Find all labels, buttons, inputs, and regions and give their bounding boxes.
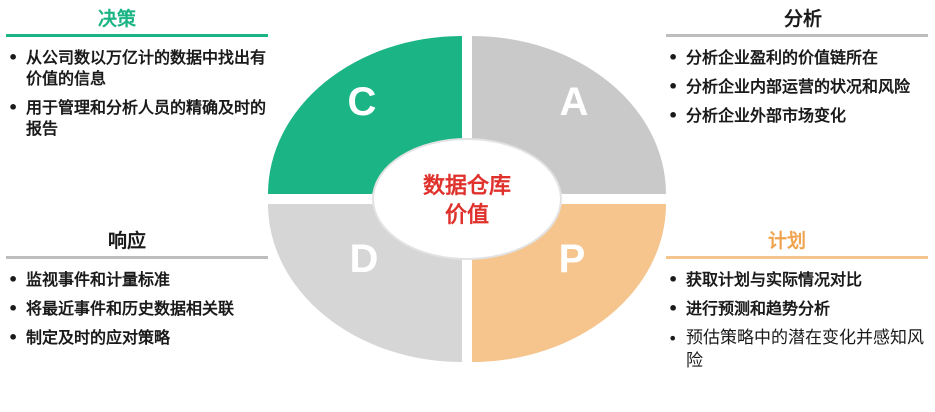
bullet-item: 监视事件和计量标准 bbox=[6, 269, 268, 290]
quadrant-label-d: D bbox=[350, 237, 379, 281]
bullet-item: 用于管理和分析人员的精确及时的报告 bbox=[6, 97, 268, 139]
panel-title-decision: 决策 bbox=[98, 8, 137, 30]
bullet-item: 预估策略中的潜在变化并感知风险 bbox=[666, 327, 928, 373]
bullet-item: 获取计划与实际情况对比 bbox=[666, 269, 928, 290]
quadrant-label-p: P bbox=[559, 237, 586, 281]
bullet-item: 分析企业内部运营的状况和风险 bbox=[666, 76, 928, 97]
bullet-item: 将最近事件和历史数据相关联 bbox=[6, 298, 268, 319]
panel-title-response: 响应 bbox=[108, 230, 147, 252]
bullet-item: 分析企业盈利的价值链所在 bbox=[666, 47, 928, 68]
divider bbox=[6, 256, 268, 259]
panel-title-analysis: 分析 bbox=[784, 8, 823, 30]
center-ellipse bbox=[372, 138, 562, 260]
center-title-line2: 价值 bbox=[445, 202, 489, 228]
bullet-item: 制定及时的应对策略 bbox=[6, 327, 268, 348]
panel-analysis: 分析 分析企业盈利的价值链所在 分析企业内部运营的状况和风险 分析企业外部市场变… bbox=[666, 4, 928, 134]
bullet-list: 监视事件和计量标准 将最近事件和历史数据相关联 制定及时的应对策略 bbox=[6, 269, 268, 348]
quadrant-label-c: C bbox=[348, 80, 377, 124]
capd-cycle-diagram: C A P D 数据仓库 价值 bbox=[268, 36, 666, 362]
panel-plan: 计划 获取计划与实际情况对比 进行预测和趋势分析 预估策略中的潜在变化并感知风险 bbox=[666, 226, 928, 381]
bullet-list: 获取计划与实际情况对比 进行预测和趋势分析 预估策略中的潜在变化并感知风险 bbox=[666, 269, 928, 373]
panel-response: 响应 监视事件和计量标准 将最近事件和历史数据相关联 制定及时的应对策略 bbox=[6, 226, 268, 356]
quadrant-label-a: A bbox=[560, 80, 589, 124]
panel-title-plan: 计划 bbox=[768, 230, 807, 252]
divider bbox=[666, 34, 928, 37]
bullet-item: 进行预测和趋势分析 bbox=[666, 298, 928, 319]
bullet-item: 分析企业外部市场变化 bbox=[666, 105, 928, 126]
bullet-list: 从公司数以万亿计的数据中找出有价值的信息 用于管理和分析人员的精确及时的报告 bbox=[6, 47, 268, 139]
divider bbox=[6, 34, 268, 37]
divider bbox=[666, 256, 928, 259]
bullet-item: 从公司数以万亿计的数据中找出有价值的信息 bbox=[6, 47, 268, 89]
center-title-line1: 数据仓库 bbox=[423, 173, 511, 199]
bullet-list: 分析企业盈利的价值链所在 分析企业内部运营的状况和风险 分析企业外部市场变化 bbox=[666, 47, 928, 126]
panel-decision: 决策 从公司数以万亿计的数据中找出有价值的信息 用于管理和分析人员的精确及时的报… bbox=[6, 4, 268, 147]
